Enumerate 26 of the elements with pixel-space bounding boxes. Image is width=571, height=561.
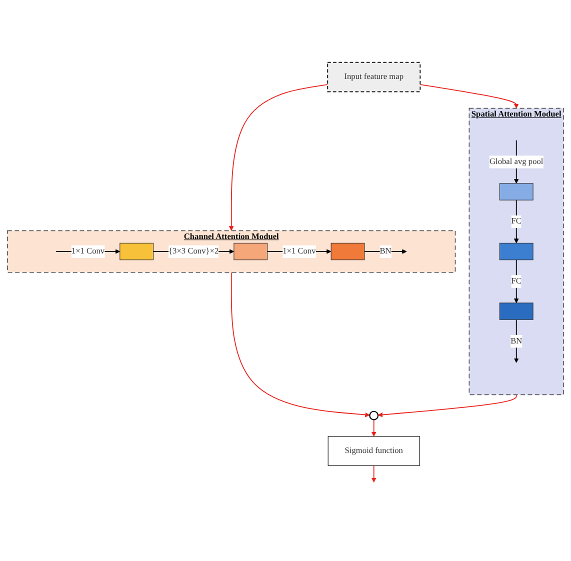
edge-label: 1×1 Conv	[71, 246, 105, 256]
arrow	[514, 199, 519, 244]
edge-label: FC	[511, 216, 522, 226]
arrow	[371, 464, 376, 482]
node-box	[120, 242, 154, 260]
node-circle	[369, 410, 379, 420]
arrow	[228, 84, 328, 231]
node-box: Sigmoid function	[328, 436, 420, 466]
node-box	[499, 242, 534, 260]
edge-label: BN	[510, 336, 522, 346]
node-box	[499, 182, 534, 200]
node-box	[234, 242, 268, 260]
arrow	[514, 318, 519, 363]
arrow	[420, 84, 519, 108]
edge-label: FC	[511, 276, 522, 286]
arrow	[371, 419, 376, 436]
node-box	[499, 302, 534, 320]
arrow	[514, 259, 519, 303]
edge-label: Global avg pool	[489, 157, 544, 166]
edge-label: BN	[380, 246, 392, 256]
node-box	[330, 242, 365, 260]
edge-label: {3×3 Conv}×2	[168, 246, 219, 256]
edge-label: 1×1 Conv	[282, 246, 316, 256]
node-box: Input feature map	[326, 62, 421, 92]
arrow	[378, 394, 517, 418]
arrow	[230, 272, 370, 418]
